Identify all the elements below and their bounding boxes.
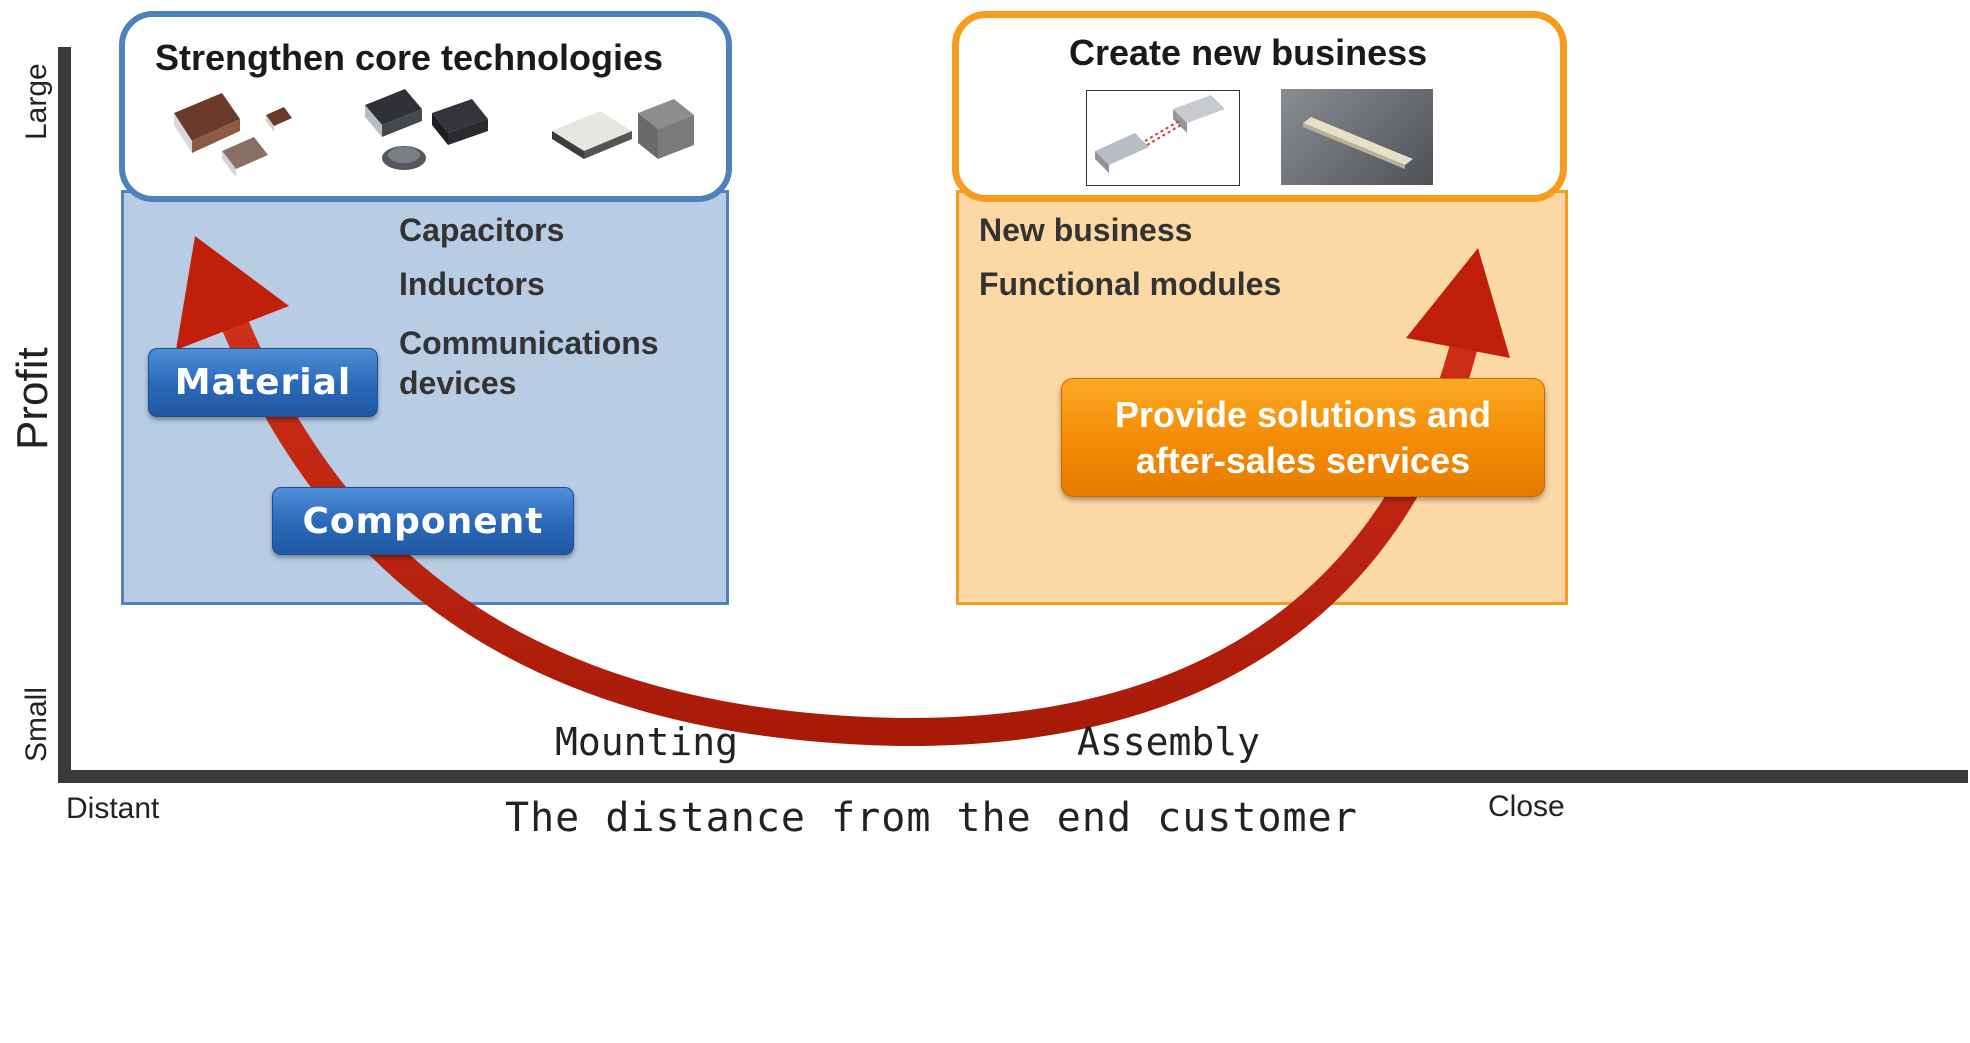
solutions-line-1: Provide solutions and bbox=[1114, 393, 1492, 435]
assembly-label: Assembly bbox=[1077, 720, 1261, 764]
flex-cable-icon bbox=[1303, 117, 1413, 169]
y-axis-line bbox=[58, 47, 71, 782]
material-label: Material bbox=[148, 348, 378, 417]
list-item-capacitors: Capacitors bbox=[399, 212, 565, 248]
comm-module-icon bbox=[552, 99, 694, 159]
component-icons bbox=[174, 89, 694, 177]
right-arrowhead bbox=[1406, 248, 1510, 358]
inductor-icon bbox=[365, 89, 488, 170]
y-axis-top-label: Large bbox=[20, 63, 53, 140]
x-axis-right-label: Close bbox=[1488, 790, 1565, 823]
core-tech-title: Strengthen core technologies bbox=[155, 37, 664, 78]
component-text: Component bbox=[302, 500, 544, 542]
solutions-label: Provide solutions and after-sales servic… bbox=[1061, 378, 1545, 497]
y-axis-bottom-label: Small bbox=[20, 686, 53, 762]
material-text: Material bbox=[174, 362, 352, 403]
chip-capacitor-icon bbox=[174, 93, 292, 177]
mounting-label: Mounting bbox=[555, 720, 739, 764]
x-axis-line bbox=[58, 770, 1968, 783]
list-item-new-business: New business bbox=[979, 212, 1193, 248]
list-item-communications: Communications bbox=[399, 325, 659, 361]
x-axis-left-label: Distant bbox=[66, 792, 160, 825]
y-axis-title: Profit bbox=[8, 347, 57, 450]
sensor-module-icon bbox=[1095, 95, 1225, 173]
solutions-line-2: after-sales services bbox=[1135, 439, 1471, 481]
sensor-module-photo bbox=[1086, 90, 1240, 186]
x-axis-title: The distance from the end customer bbox=[505, 795, 1358, 841]
flex-cable-photo bbox=[1281, 89, 1433, 185]
list-item-functional-modules: Functional modules bbox=[979, 266, 1282, 302]
list-item-devices: devices bbox=[399, 365, 517, 401]
new-business-title: Create new business bbox=[1069, 32, 1428, 73]
new-business-header-box bbox=[952, 11, 1567, 202]
component-label: Component bbox=[272, 487, 574, 555]
left-arrowhead bbox=[176, 236, 289, 350]
list-item-inductors: Inductors bbox=[399, 266, 545, 302]
